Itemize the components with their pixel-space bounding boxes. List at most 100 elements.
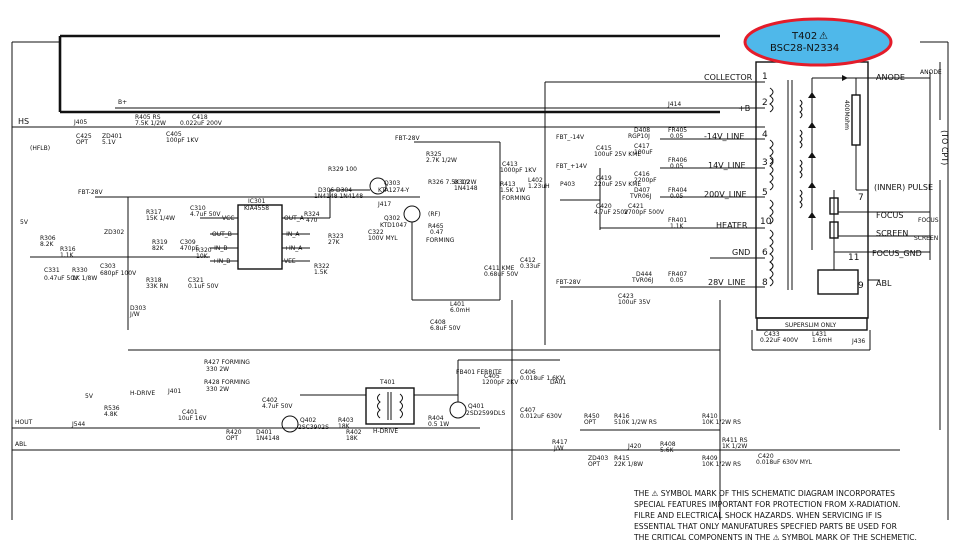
t402-pin-11: 11 [848, 253, 859, 263]
label-r420: R420 [226, 429, 242, 436]
label-r324v: 470 [306, 217, 318, 224]
label-r323v: 27K [328, 239, 341, 246]
label-fr407v: 0.05 [670, 277, 684, 284]
label-j420: J420 [627, 443, 641, 450]
label-c405bv: 1200pF 2KV [482, 379, 519, 386]
label-r325: R325 [426, 151, 442, 158]
label-r403v: 18K [338, 423, 351, 430]
label-r410v: 10K 1/2W RS [702, 419, 741, 426]
label-r326: R326 7.5K 1/2W [428, 179, 477, 186]
label-r405: R405 RS [135, 114, 161, 121]
label-fb401: FB401 FERRITE [456, 369, 502, 376]
label-fr407: FR407 [668, 271, 687, 278]
t402-pin-7: 7 [858, 193, 864, 203]
label-zd403v: OPT [588, 461, 600, 468]
label-fr406v: 0.05 [670, 163, 684, 170]
label-r402: R402 [346, 429, 362, 436]
label-c402: C402 [262, 397, 278, 404]
label-r410: R410 [702, 413, 718, 420]
q402-val: 2SC3902S [298, 424, 329, 431]
label-c420b: C420 [758, 453, 774, 460]
label-c406: C406 [520, 369, 536, 376]
label-r404v: 0.5 1W [428, 421, 449, 428]
label-c420v: 4.7uF 250V [594, 209, 629, 216]
label-d303: D303 [130, 305, 146, 312]
q303-ref: Q303 [384, 180, 400, 187]
net-fbt28: FBT-28V [78, 189, 103, 196]
transformer-t402: SUPERSLIM ONLY 400Mohm [751, 61, 930, 351]
q401-ref: Q401 [468, 403, 484, 410]
bleeder-resistor-label: 400Mohm [843, 100, 850, 130]
label-forming: FORMING [502, 195, 531, 202]
label-c413v: 1000pF 1KV [500, 167, 537, 174]
wiring [95, 141, 721, 520]
component-labels: J405 R405 RS 7.5K 1/2W C418 0.022uF 200V… [40, 101, 865, 468]
label-c418: C418 [192, 114, 208, 121]
label-r317v: 15K 1/4W [146, 215, 175, 222]
label-l402v: 1.23uH [528, 183, 550, 190]
label-c408v: 6.8uF 50V [430, 325, 461, 332]
note-line-1: THE ⚠ SYMBOL MARK OF THIS SCHEMATIC DIAG… [633, 489, 895, 498]
pin-label-200v: 200V_LINE [704, 190, 747, 199]
label-d302: D302 [454, 179, 470, 186]
label-r306v: 8.2K [40, 241, 55, 248]
right-focus: FOCUS [918, 217, 939, 224]
output-screen: SCREEN [876, 229, 908, 238]
label-r462: (RF) [428, 211, 440, 218]
label-r323: R323 [328, 233, 344, 240]
label-c303v: 680pF 100V [100, 270, 137, 277]
label-r409v: 10K 1/2W RS [702, 461, 741, 468]
output-anode: ANODE [876, 73, 905, 82]
label-fr405v: 0.05 [670, 133, 684, 140]
label-c412v: 0.33uF [520, 263, 541, 270]
label-r413v: 1.5K 1W [500, 187, 525, 194]
to-cpt-label: (TO CPT) [940, 130, 949, 165]
label-r536v: 4.8K [104, 411, 119, 418]
label-r416: R416 [614, 413, 630, 420]
pin-label-28v: 28V_LINE [708, 278, 746, 287]
net-labels: HS (HFLB) B+ FBT-28V FBT-28V HOUT ABL H-… [15, 99, 420, 448]
label-d408: D408 [634, 127, 650, 134]
q302-ref: Q302 [384, 215, 400, 222]
net-hflb: (HFLB) [30, 145, 50, 152]
label-l431: L431 [812, 331, 827, 338]
net-5v: 5V [20, 219, 29, 226]
label-c416v: 2200pF [634, 177, 657, 184]
label-r465: R465 [428, 223, 444, 230]
net-5v-b: 5V [85, 393, 94, 400]
label-r427: R427 FORMING [204, 359, 250, 366]
t402-pin-9: 9 [858, 281, 864, 291]
label-r420v: OPT [226, 435, 238, 442]
label-r330v: 1K 1/8W [72, 275, 97, 282]
label-c419: C419 [596, 175, 612, 182]
label-c407v: 0.012uF 630V [520, 413, 563, 420]
label-d302v: 1N4148 [454, 185, 478, 192]
label-zd401v: 5.1V [102, 139, 117, 146]
label-r536: R536 [104, 405, 120, 412]
net-abl: ABL [15, 441, 27, 448]
right-screen: SCREEN [914, 235, 938, 242]
label-d401: D401 [256, 429, 272, 436]
t402-pin-4: 4 [762, 130, 768, 140]
label-r450v: OPT [584, 419, 596, 426]
label-r413: R413 [500, 181, 516, 188]
t401-ref: T401 [379, 379, 395, 386]
ic301-part: KIA4558 [244, 205, 269, 212]
label-d444v: TVR06J [631, 277, 654, 284]
label-r320v: 10K [196, 253, 209, 260]
label-r428: R428 FORMING [204, 379, 250, 386]
label-l431v: 1.6mH [812, 337, 832, 344]
t402-pin-1: 1 [762, 72, 768, 82]
label-r415v: 22K 1/8W [614, 461, 643, 468]
label-r417: R417 [552, 439, 568, 446]
q401-symbol [449, 401, 467, 419]
label-r318v: 33K RN [146, 283, 168, 290]
label-r408: R408 [660, 441, 676, 448]
label-c425v: OPT [76, 139, 88, 146]
label-c411v: 0.68uF 50V [484, 271, 519, 278]
label-r450: R450 [584, 413, 600, 420]
label-c421v: 2700pF 500V [624, 209, 665, 216]
label-c322v: 100V MYL [368, 235, 398, 242]
label-d444: D444 [636, 271, 652, 278]
